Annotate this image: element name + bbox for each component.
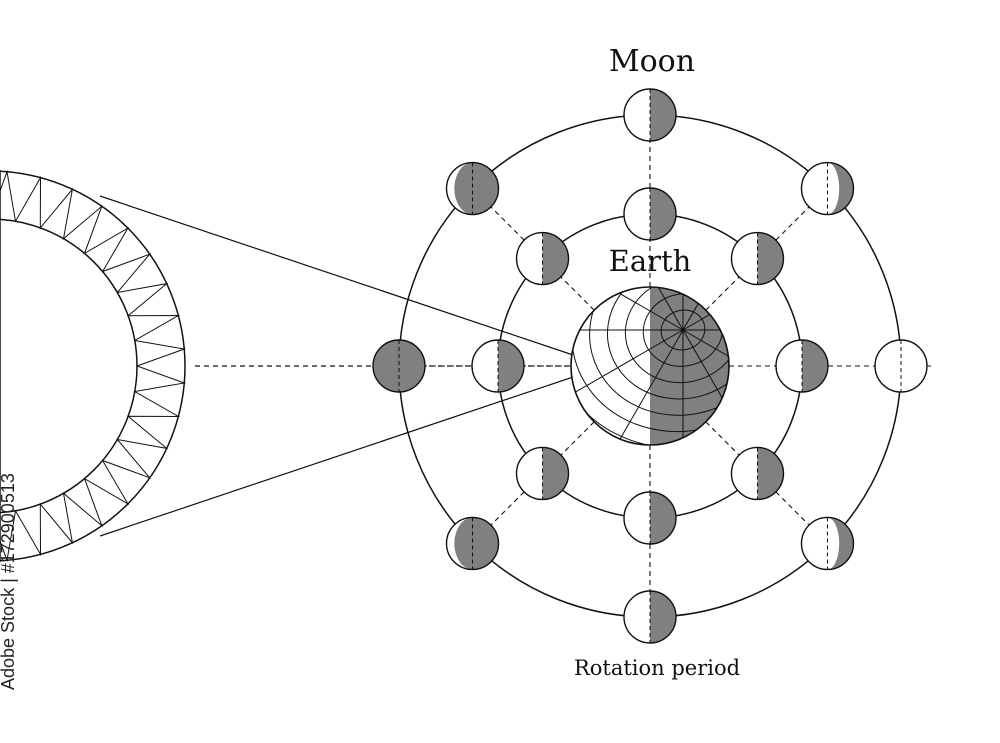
moon-outer-bottom (623, 590, 677, 644)
rotation-period-label: Rotation period (573, 656, 741, 680)
moon-outer-top (623, 88, 677, 142)
moon-inner-top-right (730, 231, 785, 286)
moon-label: Moon (608, 44, 696, 79)
earth-meridian-line (571, 287, 684, 331)
earth-meridian-line (682, 329, 729, 421)
earth-latitude-line (624, 287, 729, 384)
moon-shadow (650, 89, 676, 141)
moon-shadow (757, 447, 784, 500)
moon-shadow (542, 447, 569, 500)
moon-inner-right (775, 339, 829, 393)
moon-inner-left (471, 339, 525, 393)
moon-shadow (498, 340, 524, 392)
moon-outer-bottom-left (445, 516, 500, 571)
moon-outer-top-left (445, 161, 500, 216)
earth-latitude-line (660, 309, 706, 351)
moon-inner-bottom (623, 491, 677, 545)
moon-outer-bottom-right (800, 516, 855, 571)
earth-meridian-line (592, 287, 684, 331)
moon-disk (875, 340, 927, 392)
moon-shadow (454, 162, 499, 215)
earth-latitude-line (606, 287, 729, 400)
moon-outer-top-right (800, 161, 855, 216)
moon-shadow (542, 232, 569, 285)
earth-meridian-line (682, 287, 729, 331)
moon-phases (372, 88, 928, 644)
moon-inner-top (623, 187, 677, 241)
earth-meridian-line (571, 329, 684, 421)
sun (0, 169, 187, 563)
earth-meridian-line (592, 329, 684, 445)
moon-shadow (802, 340, 828, 392)
moon-shadow (650, 492, 676, 544)
moon-outer-left (372, 339, 426, 393)
moon-shadow (827, 162, 854, 215)
moon-shadow (650, 188, 676, 240)
moon-inner-bottom-left (515, 446, 570, 501)
moon-shadow (454, 517, 499, 570)
moon-inner-top-left (515, 231, 570, 286)
earth-latitude-line (589, 287, 729, 416)
moon-shadow (827, 517, 854, 570)
moon-inner-bottom-right (730, 446, 785, 501)
sun-corona-triangles (0, 169, 187, 563)
earth-label: Earth (608, 244, 692, 278)
moon-outer-right (874, 339, 928, 393)
moon-shadow (757, 232, 784, 285)
moon-shadow (650, 591, 676, 643)
stock-watermark: Adobe Stock | #172900513 (0, 473, 18, 690)
earth-outline (570, 286, 730, 446)
